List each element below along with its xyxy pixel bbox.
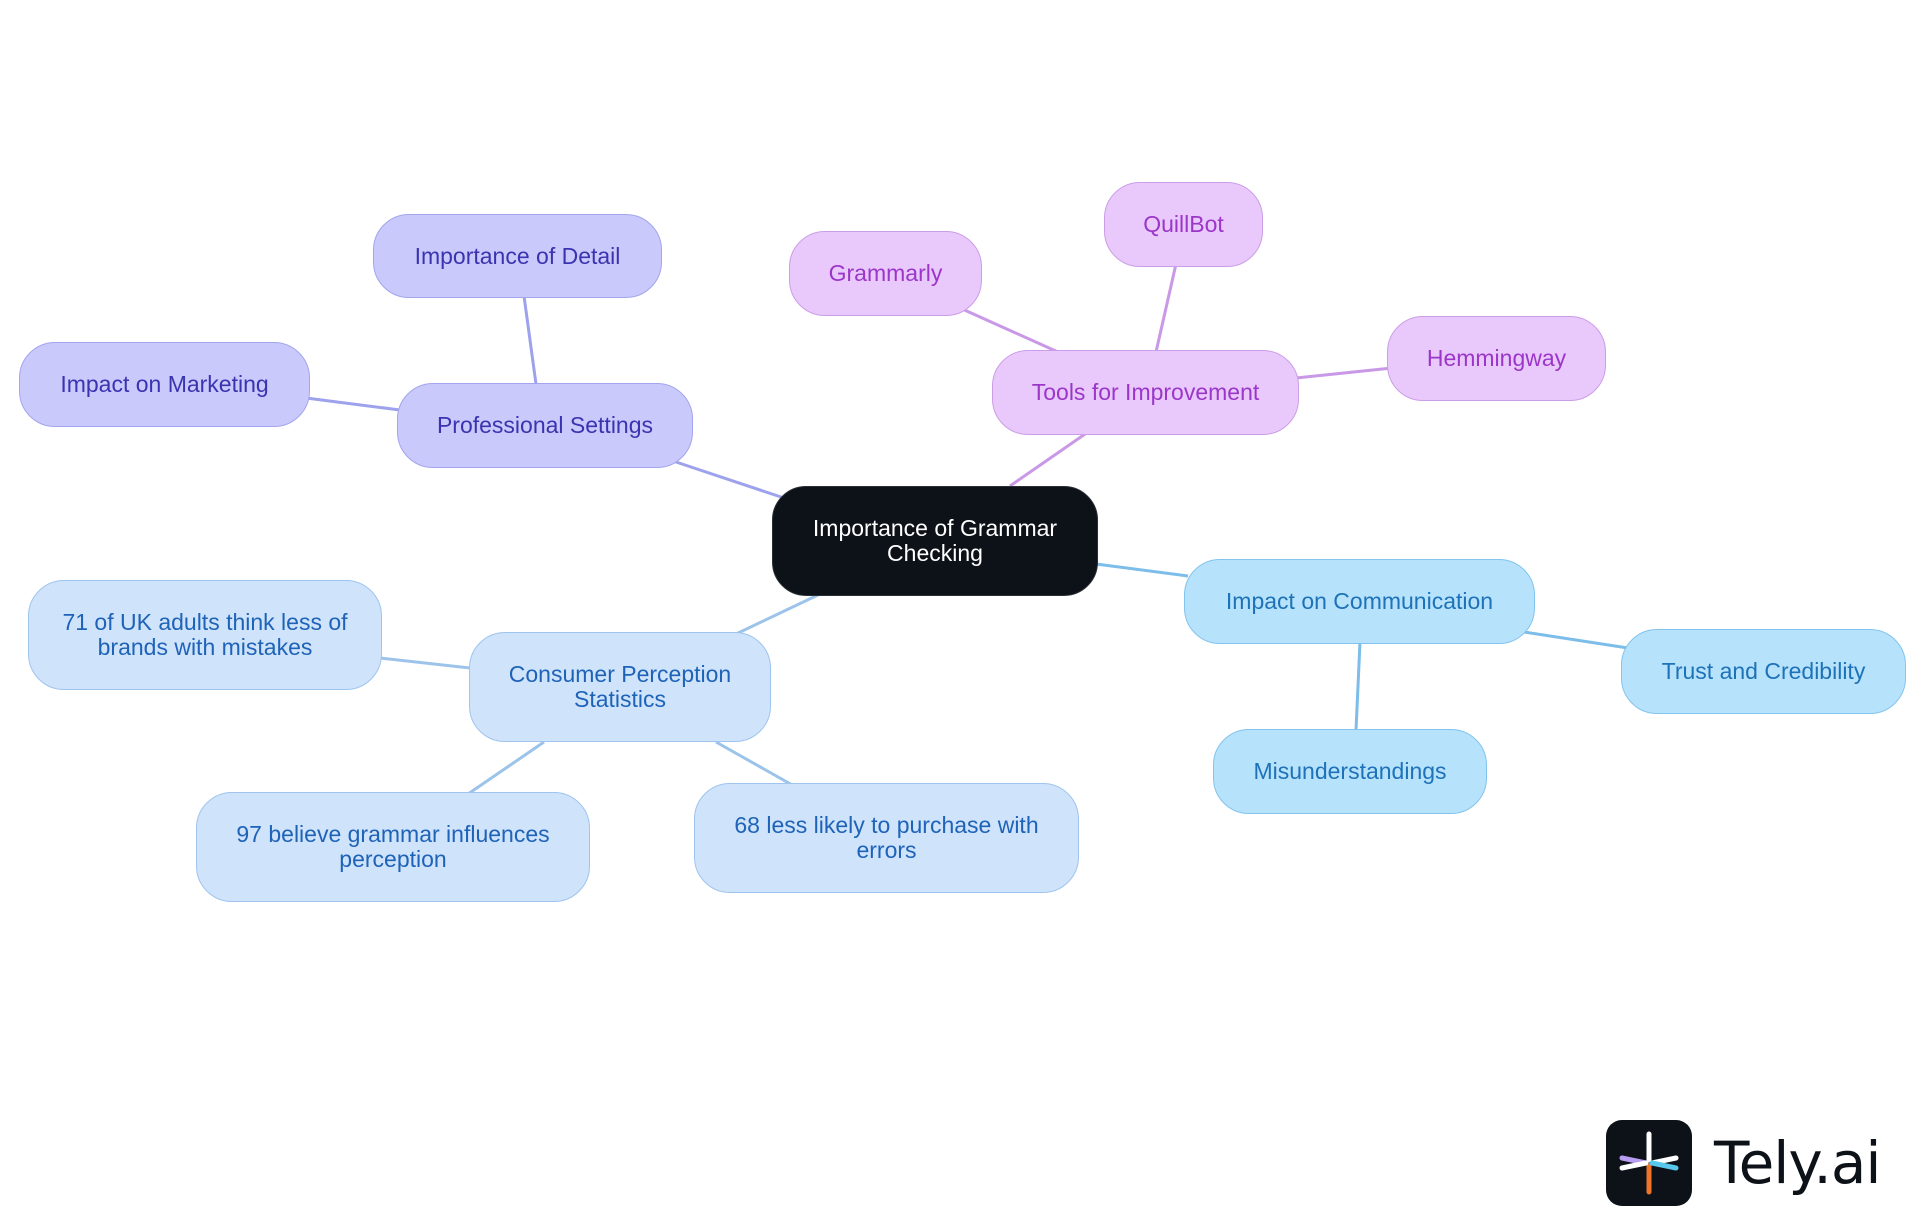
leaf-quillbot[interactable]: QuillBot [1104,182,1263,267]
leaf-uk-adults-statistic[interactable]: 71 of UK adults think less of brands wit… [28,580,382,690]
leaf-label: Hemmingway [1426,345,1567,371]
link-root-communication [1095,562,1189,578]
branch-label: Professional Settings [436,412,654,438]
branch-label: Consumer Perception Statistics [508,661,732,712]
leaf-label: Importance of Detail [414,242,621,269]
link-communication-trust [1523,630,1629,650]
root-node[interactable]: Importance of Grammar Checking [772,486,1098,596]
brand-logo: Tely.ai [1606,1120,1882,1206]
leaf-label: Grammarly [828,260,943,286]
branch-impact-on-communication[interactable]: Impact on Communication [1184,559,1535,644]
leaf-hemmingway[interactable]: Hemmingway [1387,316,1606,401]
leaf-trust-and-credibility[interactable]: Trust and Credibility [1621,629,1906,714]
leaf-label: 97 believe grammar influences perception [236,821,550,872]
leaf-purchase-errors-statistic[interactable]: 68 less likely to purchase with errors [694,783,1079,893]
tely-logo-icon [1606,1120,1692,1206]
link-professional-marketing [305,396,401,412]
branch-tools-for-improvement[interactable]: Tools for Improvement [992,350,1299,435]
link-consumer-uk [379,656,471,670]
leaf-grammarly[interactable]: Grammarly [789,231,982,316]
tely-logo-glyph [1619,1131,1679,1195]
leaf-label: Impact on Marketing [60,371,269,397]
branch-consumer-perception-statistics[interactable]: Consumer Perception Statistics [469,632,771,742]
link-root-consumer [735,592,821,636]
link-root-professional [669,458,791,502]
leaf-label: QuillBot [1143,211,1224,237]
leaf-misunderstandings[interactable]: Misunderstandings [1213,729,1487,814]
link-consumer-97 [467,740,545,796]
link-tools-hemmingway [1295,366,1393,380]
branch-label: Impact on Communication [1225,588,1494,614]
leaf-label: Trust and Credibility [1661,658,1866,684]
leaf-importance-of-detail[interactable]: Importance of Detail [373,214,662,298]
link-root-tools [1009,430,1089,488]
link-consumer-68 [715,740,795,788]
leaf-impact-on-marketing[interactable]: Impact on Marketing [19,342,310,427]
root-label: Importance of Grammar Checking [812,515,1058,566]
leaf-label: Misunderstandings [1253,758,1447,784]
link-tools-quillbot [1154,263,1178,353]
link-communication-misunderstandings [1354,641,1362,731]
branch-label: Tools for Improvement [1031,379,1260,405]
branch-professional-settings[interactable]: Professional Settings [397,383,693,468]
link-professional-detail [522,295,538,385]
leaf-grammar-influences-statistic[interactable]: 97 believe grammar influences perception [196,792,590,902]
brand-name: Tely.ai [1714,1129,1882,1197]
leaf-label: 71 of UK adults think less of brands wit… [62,609,348,660]
leaf-label: 68 less likely to purchase with errors [734,812,1039,863]
link-tools-grammarly [959,306,1059,354]
